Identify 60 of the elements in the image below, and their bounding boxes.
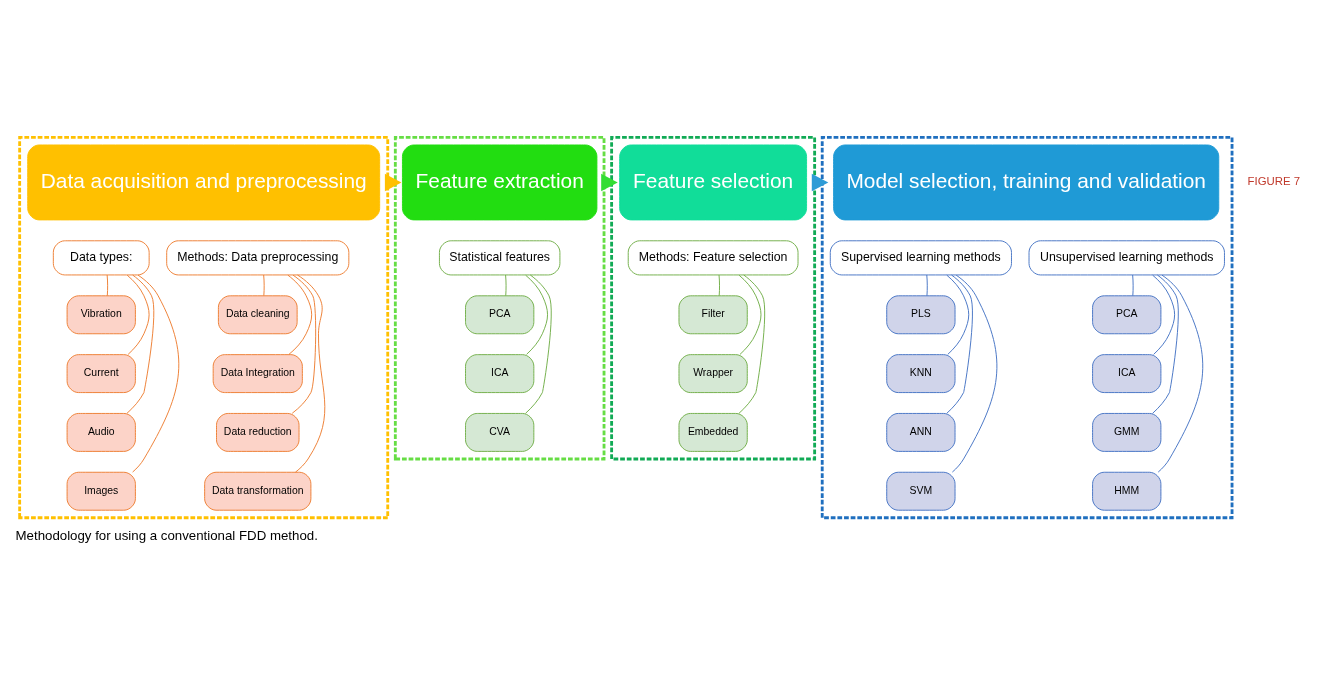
connector: [294, 274, 326, 473]
node-box: Current: [66, 354, 136, 394]
connector: [287, 274, 313, 355]
connector: [946, 274, 970, 355]
connector: [263, 274, 265, 297]
node-box: Images: [66, 471, 136, 511]
connector: [126, 274, 155, 414]
node-box: Data Integration: [212, 354, 303, 394]
node-box: Supervised learning methods: [829, 240, 1012, 276]
node-box: Embedded: [678, 412, 748, 452]
connector: [132, 274, 180, 473]
node-box: Methods: Feature selection: [627, 240, 799, 276]
caption: Methodology for using a conventional FDD method.: [15, 527, 318, 543]
connector: [926, 274, 928, 297]
connector: [126, 274, 150, 355]
connector: [1152, 274, 1176, 355]
connector: [106, 274, 109, 297]
connector: [1157, 274, 1204, 473]
node-box: SVM: [886, 471, 956, 511]
node-box: Unsupervised learning methods: [1028, 240, 1225, 276]
node-box: PCA: [465, 295, 535, 335]
node-box: Wrapper: [678, 354, 748, 394]
connector: [951, 274, 998, 473]
node-box: GMM: [1092, 412, 1162, 452]
cluster: [18, 135, 390, 520]
node-box: Data transformation: [204, 471, 312, 511]
node-box: Statistical features: [438, 240, 561, 276]
connector: [291, 274, 317, 414]
connector: [525, 274, 552, 414]
connector: [1132, 274, 1134, 297]
connector: [718, 274, 720, 297]
node-box: PCA: [1092, 295, 1162, 335]
node-box: Vibration: [66, 295, 136, 335]
cluster: [610, 135, 817, 461]
connector: [505, 274, 507, 297]
label: FIGURE 7: [1247, 175, 1301, 188]
node-box: Feature extraction: [401, 144, 598, 221]
node-box: HMM: [1092, 471, 1162, 511]
node-box: CVA: [465, 412, 535, 452]
node-box: Feature selection: [619, 144, 808, 221]
connector: [738, 274, 766, 414]
node-box: ICA: [1092, 354, 1162, 394]
connector: [525, 274, 549, 355]
node-box: ANN: [886, 412, 956, 452]
node-box: Data cleaning: [217, 295, 298, 335]
node-box: PLS: [886, 295, 956, 335]
connector: [738, 274, 762, 355]
node-box: KNN: [886, 354, 956, 394]
node-box: Data acquisition and preprocessing: [27, 144, 381, 221]
node-box: Data types:: [52, 240, 150, 276]
cluster: [820, 135, 1234, 520]
node-box: Filter: [678, 295, 748, 335]
node-box: Model selection, training and validation: [833, 144, 1220, 221]
node-box: Audio: [66, 412, 136, 452]
cluster: [393, 135, 606, 461]
node-box: ICA: [465, 354, 535, 394]
connector: [1152, 274, 1179, 414]
node-box: Methods: Data preprocessing: [166, 240, 350, 276]
node-box: Data reduction: [216, 412, 300, 452]
connector: [946, 274, 973, 414]
